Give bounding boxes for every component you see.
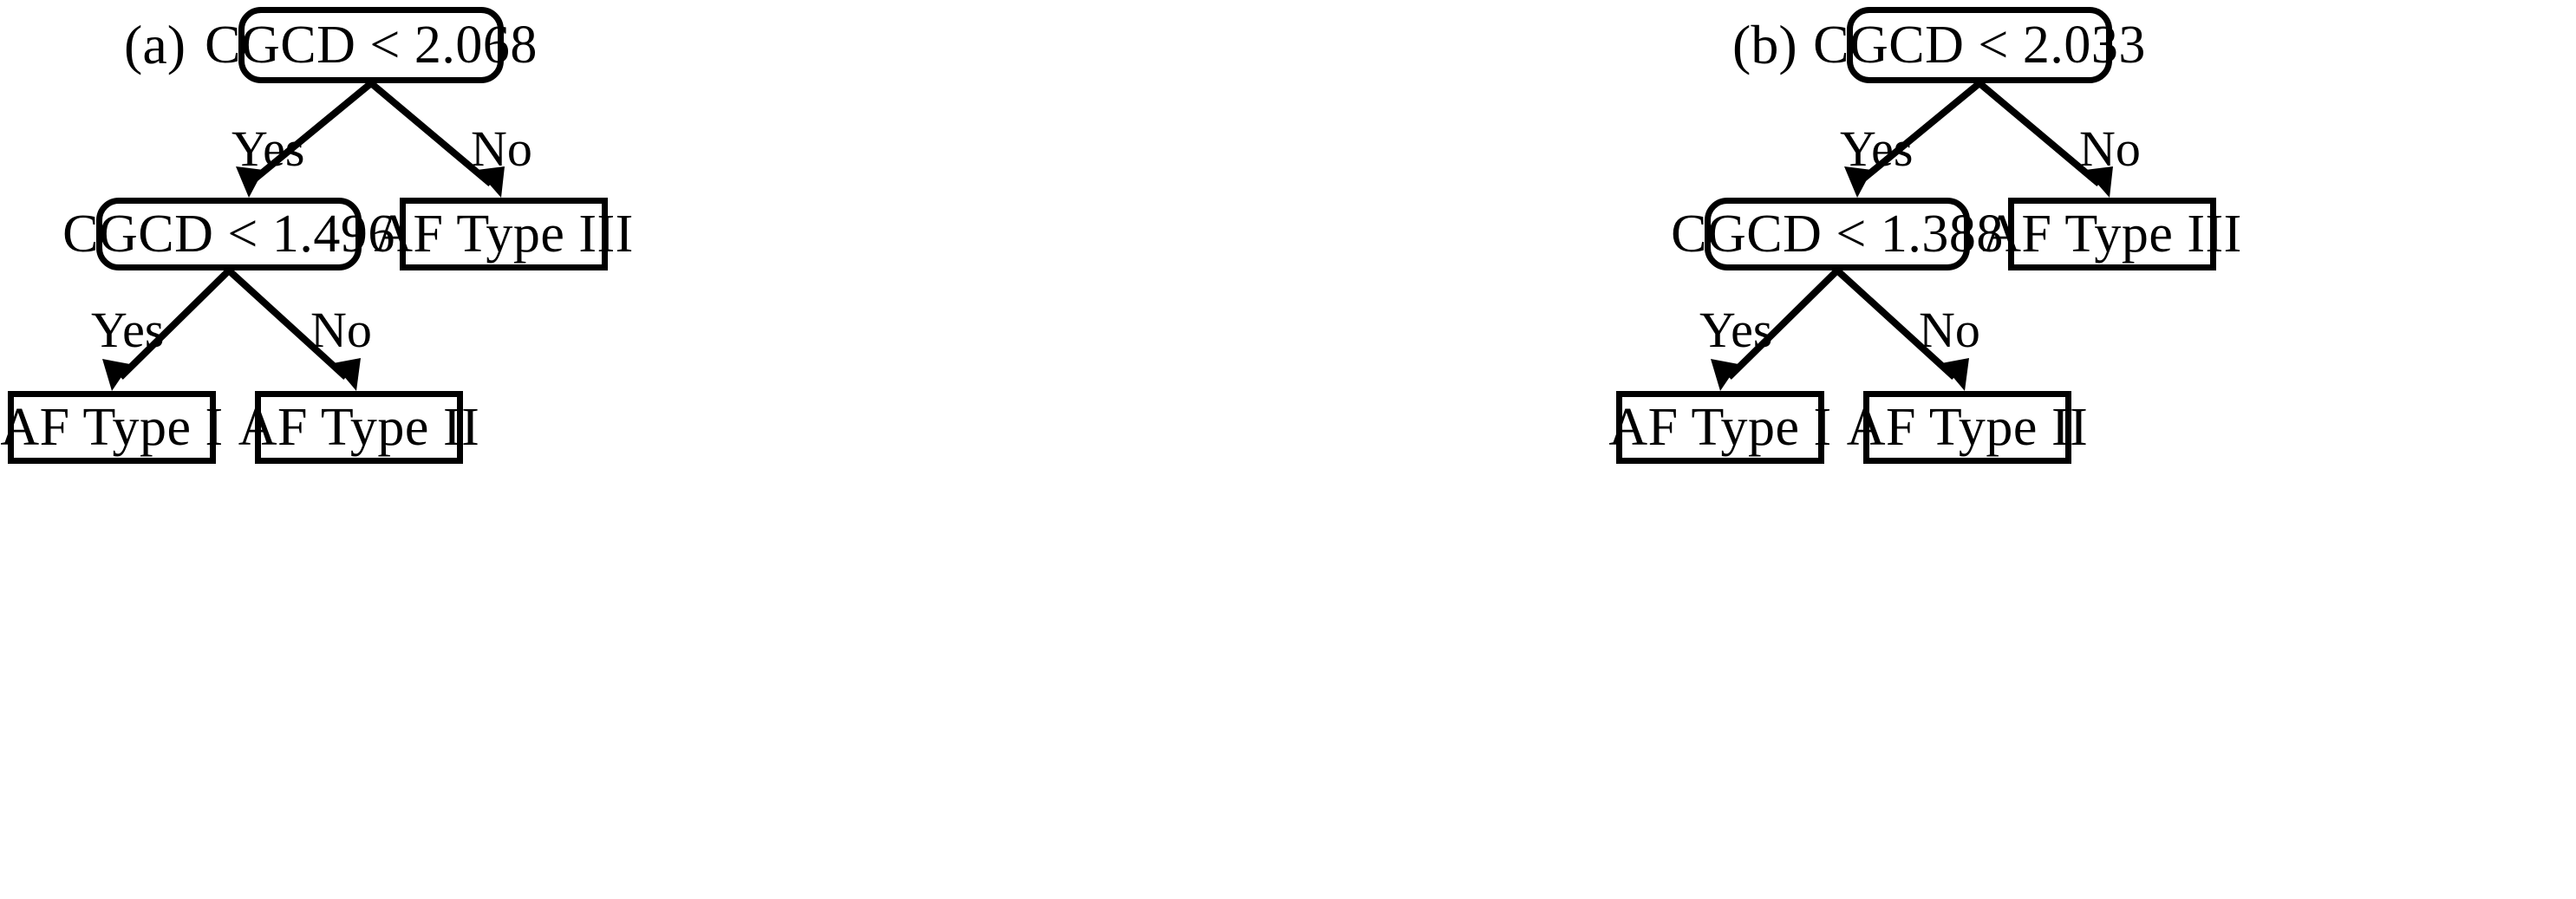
panel-b-label: (b) — [1732, 14, 1797, 75]
edge-root-yes-arrowhead — [1844, 166, 1872, 198]
panel-b-root-node[interactable]: CGCD < 2.033 — [1813, 7, 2145, 83]
edge-level2-yes-line — [1726, 268, 1840, 380]
edge-level2-no-arrowhead — [1941, 358, 1969, 391]
edge-root-no-line — [1977, 80, 2102, 187]
panel-b: (b) CGCD < 2.033 Yes No CGCD < 1.388 AF … — [1288, 0, 2576, 899]
panel-b-edge-label-level2-yes: Yes — [1699, 302, 1773, 358]
edge-level2-yes-arrowhead — [102, 359, 130, 391]
edge-root-no-arrowhead — [477, 166, 505, 198]
edge-root-yes-arrowhead — [236, 166, 264, 198]
edge-root-yes-line — [246, 80, 374, 187]
edge-root-yes-line — [1855, 80, 1982, 187]
panel-b-edges — [1711, 80, 2113, 391]
panel-a-leaf-af-type-iii[interactable]: AF Type III — [374, 198, 633, 270]
panel-a-leaf-af-type-ii[interactable]: AF Type II — [238, 391, 479, 464]
panel-a-root-node[interactable]: CGCD < 2.068 — [205, 7, 537, 83]
panel-a-edge-label-root-no: No — [471, 121, 532, 177]
edge-root-no-arrowhead — [2085, 166, 2113, 198]
panel-b-edge-label-root-no: No — [2079, 121, 2141, 177]
panel-a-edge-label-root-yes: Yes — [232, 121, 305, 177]
panel-a-label: (a) — [124, 14, 186, 75]
panel-b-edge-label-level2-no: No — [1919, 302, 1980, 358]
panel-b-leaf-af-type-ii[interactable]: AF Type II — [1847, 391, 2088, 464]
panel-b-level2-decision-node[interactable]: CGCD < 1.388 — [1671, 198, 2003, 270]
panel-b-edge-label-root-yes: Yes — [1840, 121, 1914, 177]
panel-b-leaf-af-type-i[interactable]: AF Type I — [1608, 391, 1831, 464]
panel-b-leaf-af-type-iii[interactable]: AF Type III — [1982, 198, 2241, 270]
edge-level2-no-line — [226, 268, 349, 380]
panel-a-edge-label-level2-no: No — [310, 302, 372, 358]
edge-level2-no-arrowhead — [333, 358, 361, 391]
panel-a-edge-label-level2-yes: Yes — [91, 302, 165, 358]
panel-a: (a) CGCD < 2.068 Yes No CGCD < 1.496 AF … — [0, 7, 633, 464]
edge-root-no-line — [368, 80, 493, 187]
edge-level2-no-line — [1835, 268, 1957, 380]
panel-a-edges — [102, 80, 505, 391]
panel-a-leaf-af-type-i[interactable]: AF Type I — [0, 391, 223, 464]
edge-level2-yes-line — [118, 268, 232, 380]
panel-a-level2-decision-node[interactable]: CGCD < 1.496 — [62, 198, 395, 270]
edge-level2-yes-arrowhead — [1711, 359, 1738, 391]
